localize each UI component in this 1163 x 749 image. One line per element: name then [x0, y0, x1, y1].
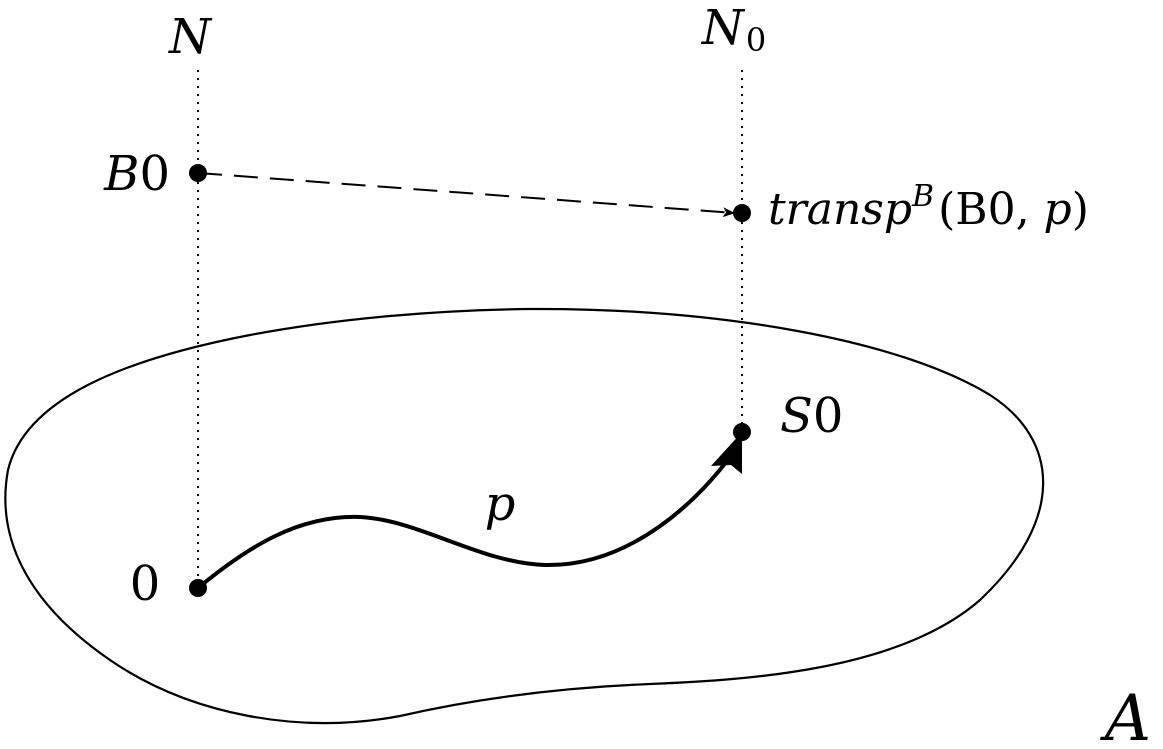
- label-s0-digit: 0: [813, 388, 844, 444]
- label-n: N: [168, 9, 213, 65]
- label-b0: B0: [103, 146, 170, 202]
- point-transport: [733, 204, 751, 222]
- transport-arrow: [197, 172, 735, 218]
- label-n0-subscript: 0: [746, 21, 766, 59]
- label-transport-name: transp: [768, 184, 912, 235]
- label-transport-sup: B: [911, 179, 934, 214]
- label-transport-args-p: p: [1044, 184, 1072, 235]
- label-transport-args-open: (B0,: [938, 184, 1043, 235]
- point-origin: [189, 579, 207, 597]
- label-n0-base: N: [701, 0, 746, 56]
- path-p-curve: [196, 448, 737, 590]
- label-b0-letter: B: [103, 146, 139, 202]
- label-transport-args-close: ): [1072, 184, 1089, 235]
- path-p-arrowhead: [711, 432, 742, 474]
- label-path-p: p: [485, 476, 516, 532]
- label-n0: N0: [701, 0, 766, 59]
- label-s0: S0: [780, 388, 843, 444]
- label-space-a: A: [1100, 682, 1151, 749]
- point-b0: [189, 164, 207, 182]
- point-s0: [733, 423, 751, 441]
- label-transport: transpB(B0, p): [768, 179, 1089, 235]
- label-b0-digit: 0: [139, 146, 170, 202]
- label-s0-letter: S: [780, 388, 813, 444]
- base-space-region: [4, 307, 1045, 725]
- label-origin: 0: [130, 556, 161, 612]
